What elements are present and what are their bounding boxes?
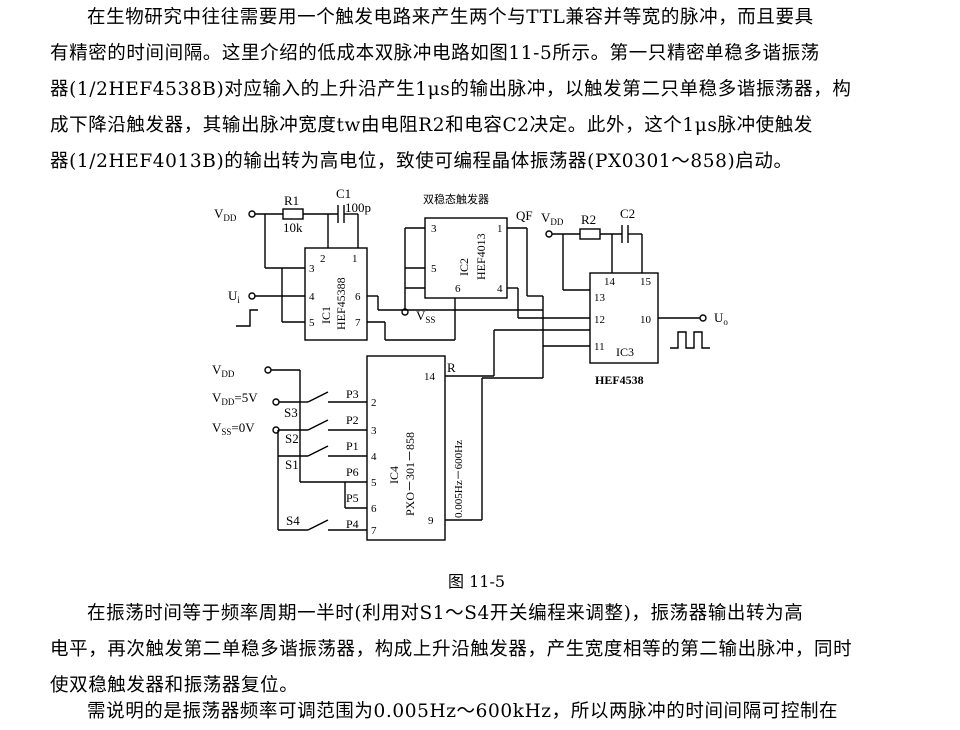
circuit-diagram: VDD R1 10k C1 100p Ui 2 1 3 4 5 6 7 IC1 … bbox=[212, 186, 728, 541]
ic2-pin: 6 bbox=[455, 283, 461, 295]
ic4-pin: 4 bbox=[371, 451, 377, 463]
ic3-pin: 14 bbox=[604, 276, 616, 288]
switch-label: S4 bbox=[286, 513, 300, 528]
ic2-part: HEF4013 bbox=[474, 233, 488, 280]
r1-label: R1 bbox=[284, 193, 299, 208]
text-line: 成下降沿触发器，其输出脉冲宽度tw由电阻R2和电容C2决定。此外，这个1μs脉冲… bbox=[50, 115, 813, 136]
ui-label: Ui bbox=[228, 288, 240, 305]
ic1-name: IC1 bbox=[319, 306, 333, 324]
ic3-pin: 12 bbox=[594, 314, 605, 326]
ic4-pin: 7 bbox=[371, 525, 377, 537]
freq-range: 0.005Hz－600Hz bbox=[453, 440, 465, 518]
vdd-5v-label: VDD=5V bbox=[212, 390, 258, 407]
vss-0v-label: VSS=0V bbox=[212, 420, 255, 437]
ic3-pin: 15 bbox=[640, 276, 652, 288]
ic2-pin: 1 bbox=[497, 223, 503, 235]
switch-label: S1 bbox=[285, 457, 299, 472]
switch-label: S2 bbox=[285, 431, 299, 446]
ic1-part: HEF45388 bbox=[334, 277, 348, 330]
text-line: 需说明的是振荡器频率可调范围为0.005Hz～600kHz，所以两脉冲的时间间隔… bbox=[87, 701, 839, 722]
ic4-p-label: P6 bbox=[346, 465, 359, 479]
ic4-p-label: P1 bbox=[346, 439, 359, 453]
text-line: 有精密的时间间隔。这里介绍的低成本双脉冲电路如图11-5所示。第一只精密单稳多谐… bbox=[50, 43, 820, 64]
vdd-label: VDD bbox=[212, 362, 235, 379]
text-line: 在振荡时间等于频率周期一半时(利用对S1～S4开关编程来调整)，振荡器输出转为高 bbox=[87, 603, 804, 624]
vdd-label: VDD bbox=[214, 206, 237, 223]
ic4-p-label: P3 bbox=[346, 387, 359, 401]
ic3-pin: 13 bbox=[594, 292, 606, 304]
ic4-name: IC4 bbox=[387, 466, 401, 484]
r2-label: R2 bbox=[581, 212, 596, 227]
body-paragraph: 在振荡时间等于频率周期一半时(利用对S1～S4开关编程来调整)，振荡器输出转为高… bbox=[50, 596, 912, 704]
figure-caption: 图 11-5 bbox=[448, 572, 506, 591]
ic4-part: PXO－301－858 bbox=[403, 432, 417, 516]
ic3-name: IC3 bbox=[616, 345, 634, 359]
c2-label: C2 bbox=[620, 206, 635, 221]
vss-label: VSS bbox=[416, 308, 435, 325]
body-paragraph: 需说明的是振荡器频率可调范围为0.005Hz～600kHz，所以两脉冲的时间间隔… bbox=[50, 694, 912, 730]
text-line: 使双稳触发器和振荡器复位。 bbox=[50, 675, 299, 696]
vdd-label: VDD bbox=[541, 210, 564, 227]
ic1-pin: 6 bbox=[355, 291, 361, 303]
ic4-pin: 9 bbox=[428, 515, 434, 527]
text-line: 器(1/2HEF4013B)的输出转为高电位，致使可编程晶体振荡器(PX0301… bbox=[50, 151, 793, 172]
ic1-pin: 3 bbox=[309, 263, 315, 275]
text-line: 在生物研究中往往需要用一个触发电路来产生两个与TTL兼容并等宽的脉冲，而且要具 bbox=[87, 7, 814, 28]
ic2-name: IC2 bbox=[457, 258, 471, 276]
text-line: 器(1/2HEF4538B)对应输入的上升沿产生1μs的输出脉冲，以触发第二只单… bbox=[50, 79, 852, 100]
qf-label: QF bbox=[516, 208, 533, 223]
ic4-pin: 6 bbox=[371, 503, 377, 515]
ic4-pin: 3 bbox=[371, 425, 377, 437]
r-label: R bbox=[447, 360, 456, 375]
intro-paragraph: 在生物研究中往往需要用一个触发电路来产生两个与TTL兼容并等宽的脉冲，而且要具 … bbox=[50, 0, 912, 180]
ic4-pin: 14 bbox=[424, 371, 436, 383]
ic1-pin: 5 bbox=[309, 317, 315, 329]
ic1-pin: 1 bbox=[352, 253, 358, 265]
switch-label: S3 bbox=[284, 405, 298, 420]
ic4-p-label: P5 bbox=[346, 491, 359, 505]
ic2-pin: 4 bbox=[497, 283, 503, 295]
ic4-p-label: P2 bbox=[346, 413, 359, 427]
ic3-pin: 11 bbox=[594, 341, 605, 353]
uo-label: Uo bbox=[714, 310, 728, 327]
ic3-part: HEF4538 bbox=[595, 373, 644, 387]
ic4-pin: 2 bbox=[371, 397, 377, 409]
ic2-pin: 3 bbox=[431, 223, 437, 235]
c1-value: 100p bbox=[345, 200, 371, 215]
ic4-p-label: P4 bbox=[346, 517, 359, 531]
ic1-pin: 2 bbox=[320, 253, 326, 265]
r1-value: 10k bbox=[283, 220, 303, 235]
ic1-pin: 7 bbox=[355, 317, 361, 329]
ic3-pin: 10 bbox=[640, 314, 652, 326]
flipflop-label: 双稳态触发器 bbox=[423, 192, 489, 206]
ic2-pin: 5 bbox=[431, 263, 437, 275]
ic1-pin: 4 bbox=[309, 291, 315, 303]
text-line: 电平，再次触发第二单稳多谐振荡器，构成上升沿触发器，产生宽度相等的第二输出脉冲，… bbox=[50, 639, 853, 660]
c1-label: C1 bbox=[336, 186, 351, 201]
ic4-pin: 5 bbox=[371, 477, 377, 489]
